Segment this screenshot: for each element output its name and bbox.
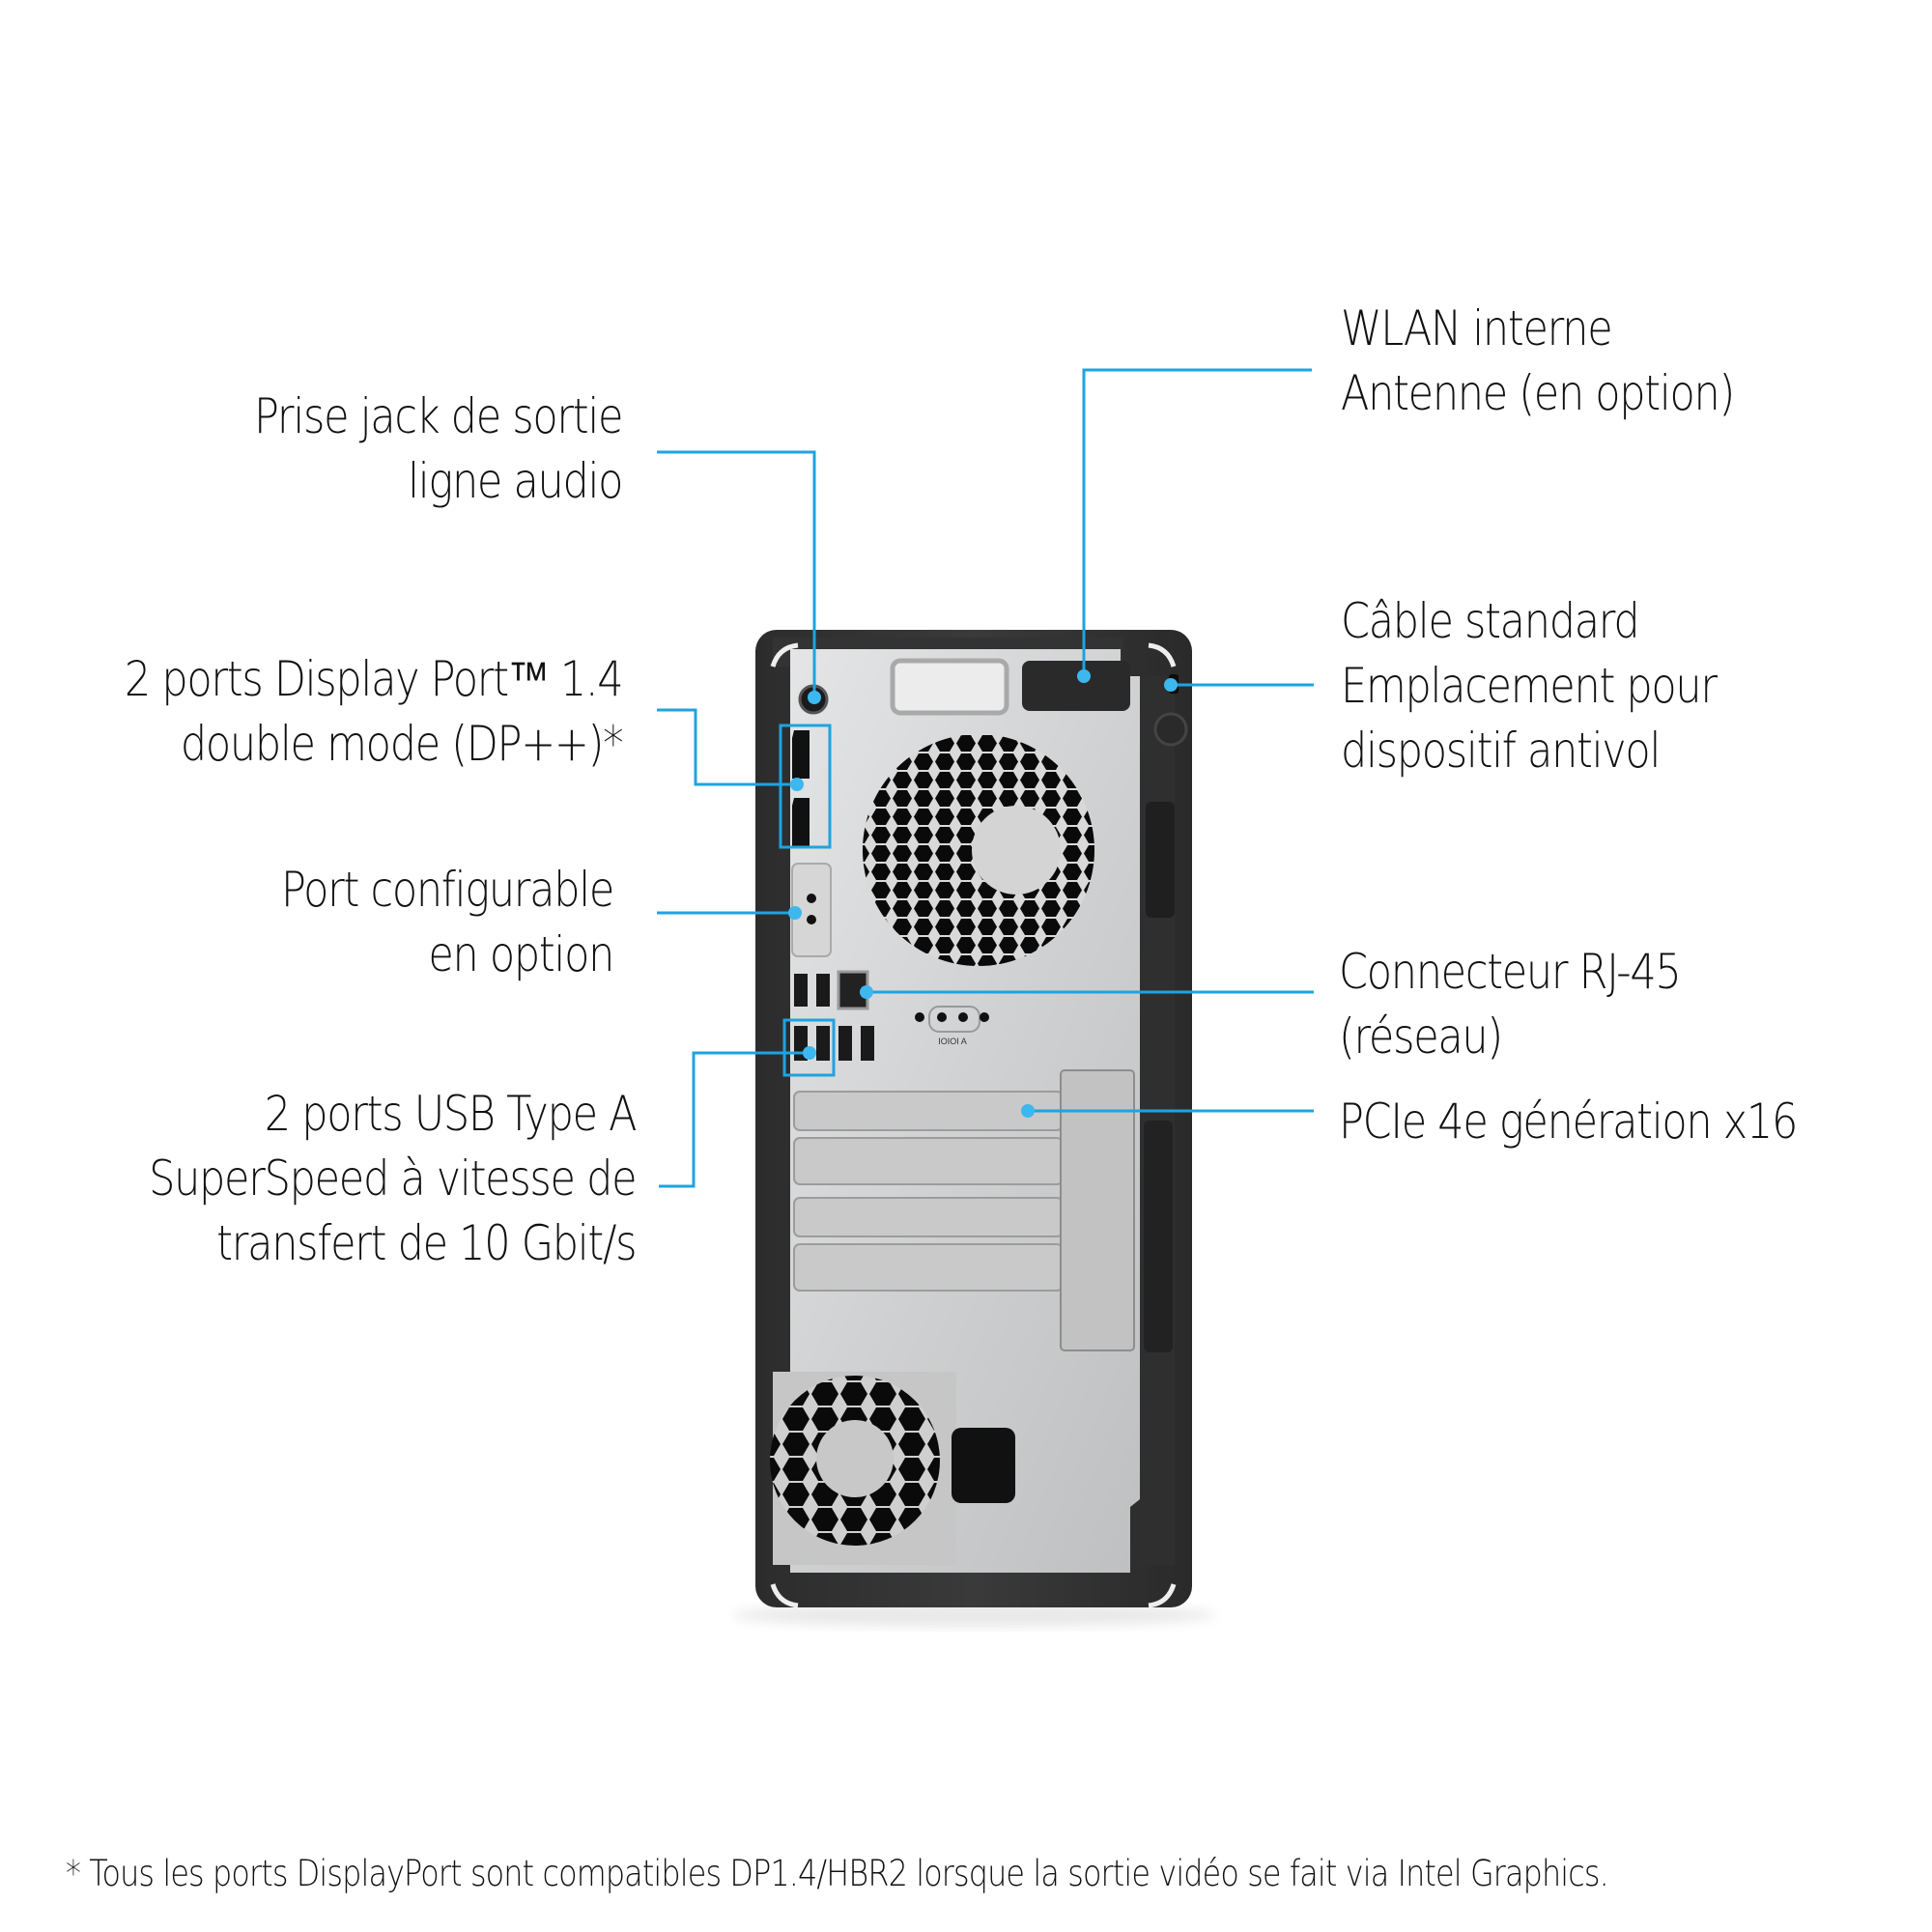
label-pcie: PCIe 4e génération x16	[1339, 1094, 1798, 1150]
flex-port-hole	[807, 894, 816, 903]
callout-box-usb	[782, 1018, 836, 1077]
pcie-retention-bracket	[1060, 1069, 1135, 1351]
label-flex-port: Port configurable en option	[280, 862, 614, 982]
callout-line-displayport	[657, 708, 797, 786]
footnote: * Tous les ports DisplayPort sont compat…	[66, 1853, 1609, 1894]
serial-port	[915, 1006, 989, 1033]
callout-line-usb	[659, 1051, 810, 1188]
callout-dot-rj45	[860, 985, 873, 999]
power-supply	[770, 1372, 1015, 1565]
usb-ports-bottom	[794, 1026, 874, 1061]
callout-line-audio	[657, 450, 816, 697]
label-wlan-antenna: WLAN interne Antenne (en option)	[1341, 300, 1735, 421]
callout-dot-audio	[808, 691, 821, 704]
serial-port-label: IOIOI A	[938, 1037, 967, 1046]
usb-ports-top	[794, 974, 830, 1007]
callout-box-displayport	[779, 724, 832, 849]
label-rj45: Connecteur RJ-45 (réseau)	[1339, 944, 1682, 1065]
label-displayport: 2 ports Display Port™ 1.4 double mode (D…	[124, 651, 624, 772]
callout-line-wlan	[1082, 368, 1312, 676]
floor-shadow	[732, 1604, 1215, 1627]
thumbscrew-top	[1153, 712, 1188, 747]
label-usb-superspeed: 2 ports USB Type A SuperSpeed à vitesse …	[148, 1086, 637, 1271]
callout-dot-displayport	[790, 778, 804, 791]
rear-fan-hub	[972, 806, 1061, 895]
power-inlet	[952, 1428, 1015, 1503]
callout-dot-flex-port	[788, 906, 802, 920]
handle-cutout	[890, 658, 1009, 716]
callout-dot-lock	[1164, 678, 1178, 692]
label-security-lock: Câble standard Emplacement pour disposit…	[1341, 593, 1718, 779]
flex-port-hole	[807, 915, 816, 924]
label-audio-out: Prise jack de sortie ligne audio	[253, 388, 623, 509]
callout-dot-usb	[803, 1046, 816, 1060]
wlan-antenna-port	[1022, 661, 1130, 711]
displayport-ports	[792, 730, 810, 846]
callout-dot-wlan	[1077, 669, 1091, 683]
callout-dot-pcie	[1021, 1104, 1035, 1118]
